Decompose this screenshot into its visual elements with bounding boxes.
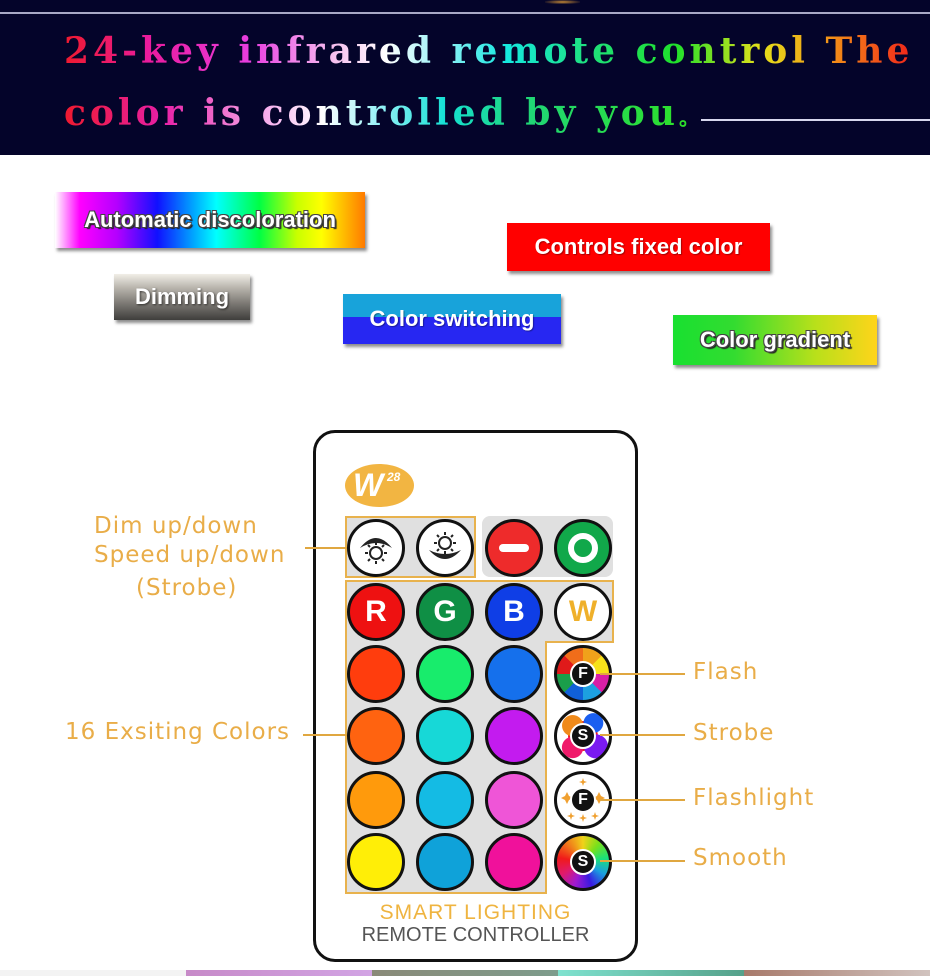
color-button[interactable]: [416, 771, 474, 829]
brand-logo: W 28: [345, 464, 414, 507]
brightness-up-icon: [360, 538, 392, 564]
smooth-s-icon: S: [570, 849, 596, 875]
banner-glow: [545, 0, 580, 4]
callout-dim-line2: Speed up/down: [94, 542, 286, 568]
callout-dim-line1: Dim up/down: [94, 513, 258, 539]
callout-flashlight: Flashlight: [693, 785, 815, 811]
strobe-s-icon: S: [570, 723, 596, 749]
colors-group-outline-bottom: [345, 641, 547, 894]
color-button[interactable]: [416, 833, 474, 891]
banner-top-rule: [0, 12, 930, 14]
tag-color-switching: Color switching: [343, 294, 561, 344]
brand-line-1: SMART LIGHTING: [379, 901, 572, 924]
color-button[interactable]: [416, 645, 474, 703]
tag-automatic-discoloration: Automatic discoloration: [55, 192, 365, 248]
banner-tail-rule: [701, 119, 930, 121]
color-button[interactable]: [485, 707, 543, 765]
minus-icon: [499, 544, 529, 552]
tag-controls-fixed-color: Controls fixed color: [507, 223, 770, 271]
outline-step: [545, 641, 614, 643]
leader-colors: [303, 734, 347, 736]
color-button[interactable]: [485, 833, 543, 891]
headline-line-1: 24-key infrared remote control The: [64, 30, 914, 72]
color-button[interactable]: [485, 645, 543, 703]
red-button[interactable]: R: [347, 583, 405, 641]
colors-group-outline-top: [345, 580, 614, 643]
color-button[interactable]: [347, 707, 405, 765]
sparkle-icon: [561, 778, 605, 822]
flash-f-icon: F: [570, 661, 596, 687]
brightness-down-icon: [429, 532, 461, 559]
green-button[interactable]: G: [416, 583, 474, 641]
header-banner: 24-key infrared remote control The color…: [0, 0, 930, 155]
brand-line-2: REMOTE CONTROLLER: [361, 924, 590, 946]
leader-smooth: [600, 860, 685, 862]
tag-dimming: Dimming: [114, 274, 250, 320]
bottom-color-strip: [0, 970, 930, 976]
blue-button[interactable]: B: [485, 583, 543, 641]
callout-16-colors: 16 Exsiting Colors: [65, 719, 291, 745]
tag-color-gradient: Color gradient: [673, 315, 877, 365]
leader-strobe: [600, 734, 685, 736]
leader-flashlight: [600, 799, 685, 801]
off-button[interactable]: [485, 519, 543, 577]
headline-line-2: color is controlled by you。: [64, 92, 703, 134]
callout-dim-line3: (Strobe): [136, 575, 238, 601]
dim-up-button[interactable]: [347, 519, 405, 577]
callout-smooth: Smooth: [693, 845, 788, 871]
leader-flash: [600, 673, 685, 675]
on-button[interactable]: [554, 519, 612, 577]
color-button[interactable]: [347, 645, 405, 703]
strobe-button[interactable]: S: [554, 707, 612, 765]
white-button[interactable]: W: [554, 583, 612, 641]
callout-flash: Flash: [693, 659, 759, 685]
color-button[interactable]: [416, 707, 474, 765]
color-button[interactable]: [485, 771, 543, 829]
callout-strobe: Strobe: [693, 720, 775, 746]
smooth-button[interactable]: S: [554, 833, 612, 891]
ring-icon: [568, 533, 598, 563]
dim-down-button[interactable]: [416, 519, 474, 577]
flashlight-f-icon: F: [570, 787, 596, 813]
color-button[interactable]: [347, 833, 405, 891]
color-button[interactable]: [347, 771, 405, 829]
leader-dim: [305, 547, 347, 549]
